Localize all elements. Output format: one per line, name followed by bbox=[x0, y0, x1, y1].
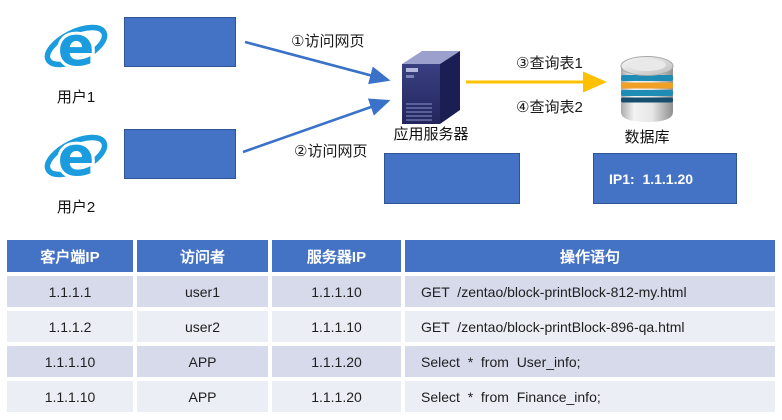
flow2-label: ②访问网页 bbox=[294, 143, 368, 160]
table-header-client-ip: 客户端IP bbox=[7, 240, 133, 272]
cell-client-ip: 1.1.1.2 bbox=[7, 311, 133, 342]
table-header-operation: 操作语句 bbox=[405, 240, 775, 272]
flow4-label: ④查询表2 bbox=[516, 99, 583, 116]
access-log-table: 客户端IP 访问者 服务器IP 操作语句 1.1.1.1 user1 1.1.1… bbox=[7, 240, 775, 412]
flow3-label: ③查询表1 bbox=[516, 55, 583, 72]
ie-browser-icon-user1: e bbox=[42, 14, 110, 84]
table-header-visitor: 访问者 bbox=[137, 240, 268, 272]
cell-client-ip: 1.1.1.10 bbox=[7, 381, 133, 412]
app-server-label: 应用服务器 bbox=[393, 126, 469, 143]
cell-operation: GET /zentao/block-printBlock-812-my.html bbox=[405, 276, 775, 307]
cell-operation: Select * from User_info; bbox=[405, 346, 775, 377]
cell-server-ip: 1.1.1.20 bbox=[272, 346, 401, 377]
user1-info-box: IP1: 1.1.1.1 账号: User1 bbox=[124, 17, 236, 141]
database-info-box: IP1: 1.1.1.20 bbox=[593, 153, 737, 204]
app-server-ip: IP1: 1.1.1.10 bbox=[400, 201, 485, 217]
user1-label: 用户1 bbox=[56, 89, 96, 106]
cell-server-ip: 1.1.1.10 bbox=[272, 311, 401, 342]
cell-client-ip: 1.1.1.1 bbox=[7, 276, 133, 307]
cell-visitor: user1 bbox=[137, 276, 268, 307]
cell-server-ip: 1.1.1.20 bbox=[272, 381, 401, 412]
user2-info-box: IP1: 1.1.1.2 账号: User2 bbox=[124, 129, 236, 253]
flow1-label: ①访问网页 bbox=[291, 33, 365, 50]
database-ip: IP1: 1.1.1.20 bbox=[609, 170, 694, 187]
app-server-info-box: IP1: 1.1.1.10 数据库账号: APP bbox=[384, 153, 520, 277]
user1-ip: IP1: 1.1.1.1 bbox=[140, 65, 217, 81]
cell-operation: GET /zentao/block-printBlock-896-qa.html bbox=[405, 311, 775, 342]
cell-visitor: user2 bbox=[137, 311, 268, 342]
svg-text:e: e bbox=[58, 125, 95, 188]
ie-browser-icon-user2: e bbox=[42, 124, 110, 194]
database-icon bbox=[618, 54, 676, 126]
cell-client-ip: 1.1.1.10 bbox=[7, 346, 133, 377]
cell-visitor: APP bbox=[137, 346, 268, 377]
cell-operation: Select * from Finance_info; bbox=[405, 381, 775, 412]
cell-server-ip: 1.1.1.10 bbox=[272, 276, 401, 307]
user2-label: 用户2 bbox=[56, 199, 96, 216]
cell-visitor: APP bbox=[137, 381, 268, 412]
network-diagram: e 用户1 IP1: 1.1.1.1 账号: User1 e 用户2 IP1: … bbox=[42, 14, 737, 277]
database-label: 数据库 bbox=[624, 129, 670, 146]
user2-ip: IP1: 1.1.1.2 bbox=[140, 177, 217, 193]
table-header-server-ip: 服务器IP bbox=[272, 240, 401, 272]
app-server-icon bbox=[396, 44, 466, 128]
svg-text:e: e bbox=[58, 15, 95, 78]
